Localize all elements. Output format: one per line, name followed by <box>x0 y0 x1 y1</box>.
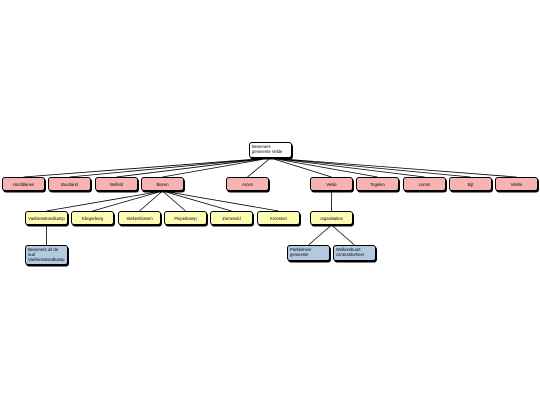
node-welkombuurt: Welkombuurt centrumbeheer <box>333 245 376 261</box>
node-bioren: Bioren <box>141 177 184 191</box>
node-bewoners-vaelses: Bewoners uit de oud Vaelsesstrandkamp <box>25 245 68 265</box>
connector-bioren-1 <box>92 190 163 212</box>
node-zomeveld: Zomeveld <box>210 211 253 225</box>
connector-root-0 <box>23 157 271 178</box>
node-velde: Velde <box>310 177 353 191</box>
connector-root-5 <box>270 157 332 178</box>
node-arcen: Arcen <box>226 177 269 191</box>
node-eijt: Eijt <box>449 177 492 191</box>
node-hoofdlanes: Hoofdlanes <box>2 177 45 191</box>
connector-bioren-4 <box>162 190 232 212</box>
connector-bioren-2 <box>139 190 163 212</box>
connector-root-3 <box>162 157 271 178</box>
connector-root-6 <box>270 157 378 178</box>
node-buurland: Buurland <box>48 177 91 191</box>
connector-root-2 <box>116 157 271 178</box>
node-veldre: Veldre <box>495 177 538 191</box>
node-parkbeheer: Parkbeheer gemeente <box>287 245 330 261</box>
node-stekentlossen: Stekentlossen <box>118 211 161 225</box>
node-tegelen: Tegelen <box>356 177 399 191</box>
connector-root-1 <box>69 157 271 178</box>
connector-root-4 <box>247 157 271 178</box>
connector-root-7 <box>270 157 425 178</box>
node-kroosner: Kroosner <box>257 211 300 225</box>
node-belfeld: Belfeld <box>95 177 138 191</box>
node-lomm: Lomm <box>403 177 446 191</box>
connector-bioren-3 <box>162 190 186 212</box>
node-vaelsesstrandkamp: Vaelsesstrandkamp <box>25 211 68 225</box>
connector-bioren-5 <box>162 190 279 212</box>
node-organisaties: organisaties <box>310 211 353 225</box>
connector-org-1 <box>331 224 355 246</box>
node-pieperkamp: Pieperkamp <box>164 211 207 225</box>
connector-org-0 <box>308 224 332 246</box>
node-kliegerburg: Kliegerburg <box>71 211 114 225</box>
connector-bioren-0 <box>46 190 163 212</box>
connector-root-8 <box>270 157 471 178</box>
connector-root-9 <box>270 157 517 178</box>
root-node: Bewoners gemeente Velde <box>249 142 292 158</box>
